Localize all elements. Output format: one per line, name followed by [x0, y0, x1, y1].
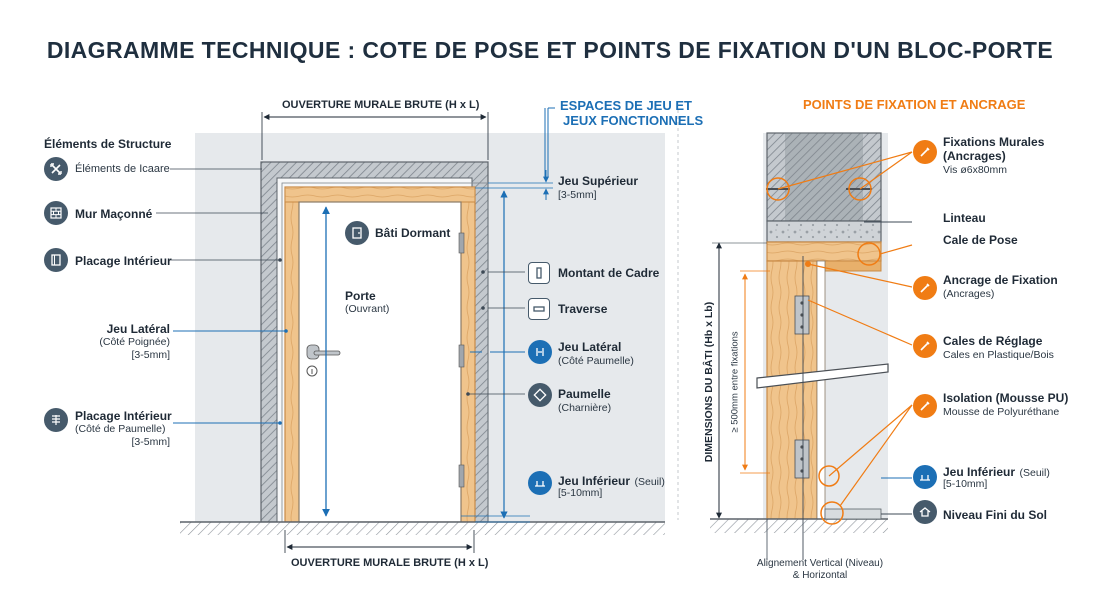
cales-reglage-title: Cales de Réglage	[943, 334, 1043, 348]
jeu-superieur-title: Jeu Supérieur	[558, 174, 639, 188]
porte-label: Porte	[345, 289, 376, 303]
bati-dormant-label: Bâti Dormant	[375, 226, 451, 240]
jeu-lateral-poignee-title: Jeu Latéral	[106, 322, 170, 336]
spaces-heading-line1: ESPACES DE JEU ET	[560, 98, 692, 113]
fixations-murales-title2: (Ancrages)	[943, 149, 1006, 163]
paumelle-title: Paumelle	[558, 387, 611, 401]
jeu-lateral-poignee-sub2: [3-5mm]	[131, 349, 170, 361]
spacing-vertical: ≥ 500mm entre fixations	[729, 331, 741, 433]
jeu-lateral-paumelle-sub: (Côté Paumelle)	[558, 355, 634, 367]
screw-icon	[913, 140, 937, 164]
ancrage-title: Ancrage de Fixation	[943, 273, 1058, 287]
top-dimension-label: OUVERTURE MURALE BRUTE (H x L)	[282, 99, 480, 111]
jeu-inferieur-left-sub: [5-10mm]	[558, 487, 603, 499]
fixation-heading: POINTS DE FIXATION ET ANCRAGE	[803, 97, 1026, 112]
wedge-icon	[913, 334, 937, 358]
ancrage-sub: (Ancrages)	[943, 288, 995, 300]
jeu-inferieur-left: Jeu Inférieur (Seuil)	[558, 474, 665, 488]
jeu-lateral-paumelle-title: Jeu Latéral	[558, 340, 622, 354]
jeu-lateral-poignee-sub1: (Côté Poignée)	[99, 336, 170, 348]
legend-item-mur: Mur Maçonné	[75, 207, 153, 221]
isolation-sub: Mousse de Polyuréthane	[943, 406, 1060, 418]
legend-item-placage: Placage Intérieur	[75, 254, 172, 268]
crossbar-icon	[528, 298, 550, 320]
anchor-icon	[913, 276, 937, 300]
hinge-top	[458, 232, 465, 254]
placage-paumelle-sub1: (Côté de Paumelle)	[75, 423, 166, 435]
fixations-murales-sub: Vis ø6x80mm	[943, 164, 1007, 176]
panel-icon	[44, 248, 68, 272]
traverse-label: Traverse	[558, 302, 608, 316]
vertical-jamb	[766, 260, 818, 520]
linteau-label: Linteau	[943, 211, 986, 225]
bottom-dimension-label: OUVERTURE MURALE BRUTE (H x L)	[291, 557, 489, 569]
cale-pose-label: Cale de Pose	[943, 233, 1018, 247]
door-leaf	[298, 201, 462, 523]
foam-icon	[913, 394, 937, 418]
isolation-title: Isolation (Mousse PU)	[943, 391, 1069, 405]
home-level-icon	[913, 500, 937, 524]
dimensions-bati-vertical: DIMENSIONS DU BÂTI (Hb x Lb)	[703, 301, 715, 463]
fixations-murales-title1: Fixations Murales	[943, 135, 1045, 149]
threshold-gap-icon	[913, 465, 937, 489]
jeu-superieur-sub: [3-5mm]	[558, 189, 597, 201]
ouvrant-label: (Ouvrant)	[345, 303, 390, 315]
spaces-heading-line2: JEUX FONCTIONNELS	[563, 113, 704, 128]
threshold-icon	[528, 471, 552, 495]
page-title: DIAGRAMME TECHNIQUE : COTE DE POSE ET PO…	[46, 37, 1054, 63]
door-frame-icon	[345, 221, 369, 245]
lintel-concrete	[766, 220, 882, 243]
hinge-middle	[458, 344, 465, 368]
door-handle	[313, 350, 341, 356]
legend-item-icaare: Éléments de Icaare	[75, 163, 170, 175]
cales-reglage-sub: Cales en Plastique/Bois	[943, 349, 1054, 361]
hinge-bottom	[458, 464, 465, 488]
alignement-line1: Alignement Vertical (Niveau)	[756, 558, 884, 569]
alignement-line2: & Horizontal	[792, 570, 848, 581]
brick-icon	[44, 201, 68, 225]
montant-label: Montant de Cadre	[558, 266, 660, 280]
hinge-icon	[528, 383, 552, 407]
cross-arrows-icon	[44, 157, 68, 181]
paumelle-sub: (Charnière)	[558, 402, 612, 414]
side-gap-icon	[528, 340, 552, 364]
niveau-fini-label: Niveau Fini du Sol	[943, 508, 1048, 522]
placage-paumelle-title: Placage Intérieur	[75, 409, 172, 423]
frame-post-icon	[528, 262, 550, 284]
placage-paumelle-sub2: [3-5mm]	[131, 436, 170, 448]
jeu-inferieur-right: Jeu Inférieur (Seuil)	[943, 465, 1050, 479]
panel-lines-icon	[44, 408, 68, 432]
structure-heading: Éléments de Structure	[44, 137, 172, 151]
jeu-inferieur-right-sub: [5-10mm]	[943, 478, 988, 490]
